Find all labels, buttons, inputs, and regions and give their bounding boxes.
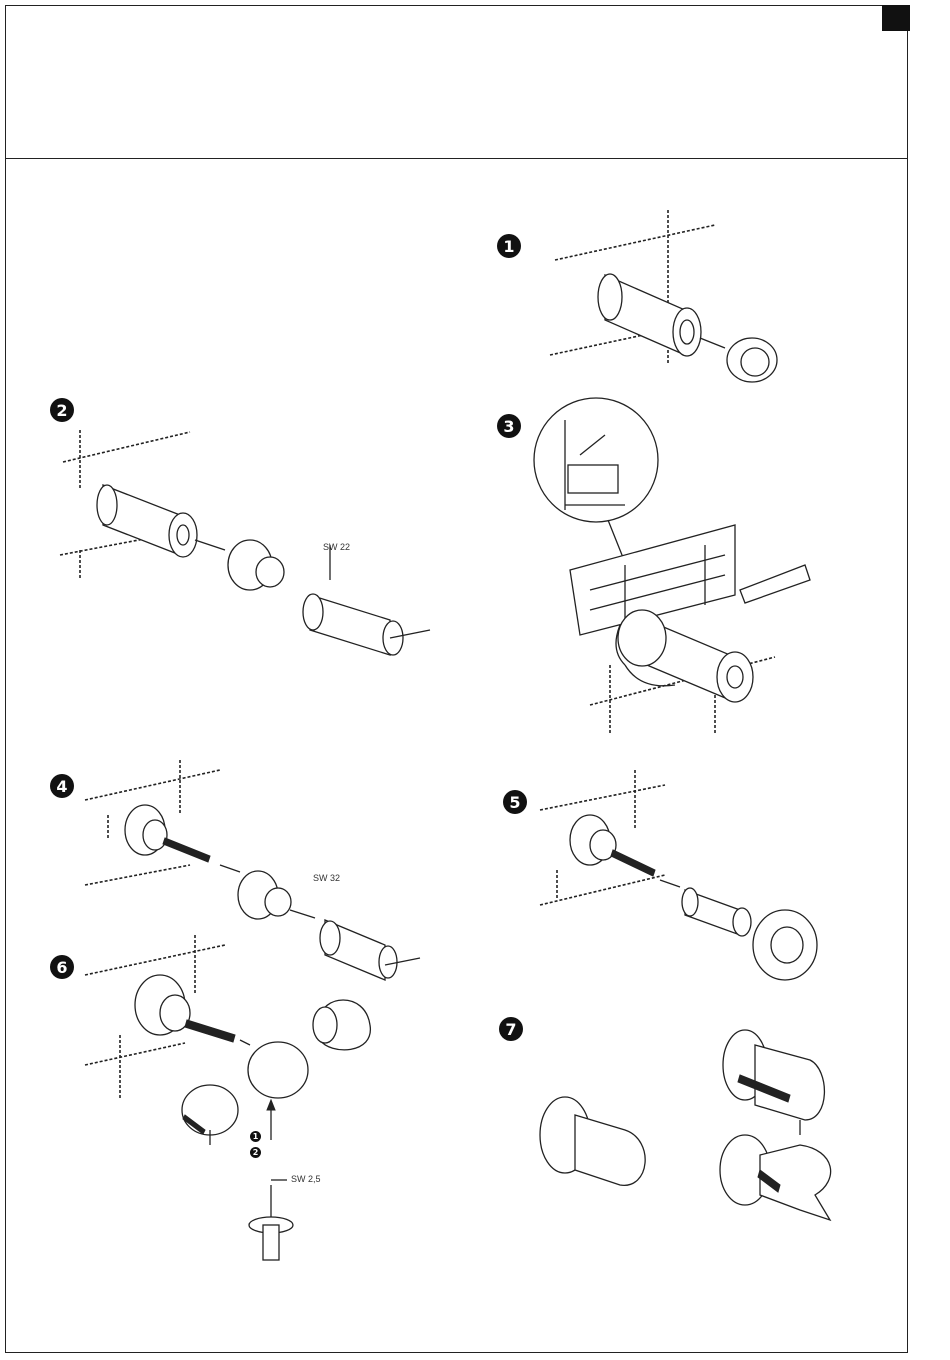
sub-step-2-marker: 2	[250, 1147, 261, 1158]
step-1-number: 1	[497, 234, 521, 258]
handle-cross	[313, 1000, 370, 1050]
step-2-number: 2	[50, 398, 74, 422]
valve-body	[598, 274, 701, 356]
spindle-nut	[238, 871, 291, 919]
magnified-detail	[534, 398, 658, 522]
step-5-illustration	[535, 765, 835, 990]
hex-key	[249, 1217, 293, 1260]
valve-body	[97, 485, 197, 557]
spindle-thread	[163, 838, 210, 862]
step-7-number: 7	[499, 1017, 523, 1041]
handle-lever	[182, 1085, 238, 1145]
cover-rosette	[753, 910, 817, 980]
step-4-number: 4	[50, 774, 74, 798]
handle-knob-round	[248, 1042, 308, 1098]
wrench-size-label-2: SW 22	[323, 542, 350, 552]
step-7-illustration	[535, 1020, 845, 1260]
step-3-number: 3	[497, 414, 521, 438]
spindle-nut	[228, 540, 284, 590]
finished-valve-lever-handle	[723, 1030, 824, 1135]
step-5-number: 5	[503, 790, 527, 814]
finished-valve-cross-handle	[720, 1135, 831, 1220]
hex-key-size-label: SW 2,5	[291, 1174, 321, 1184]
page-header	[5, 5, 908, 159]
valve-housing	[125, 805, 167, 855]
sleeve	[682, 888, 751, 936]
valve-housing	[135, 975, 190, 1035]
step-3-illustration	[530, 395, 830, 740]
sub-step-1-marker: 1	[250, 1131, 261, 1142]
step-1-illustration	[540, 205, 800, 395]
cover-rosette	[727, 338, 777, 382]
valve-housing	[570, 815, 616, 865]
page-corner-tab	[882, 5, 910, 31]
step-6-number: 6	[50, 955, 74, 979]
socket-wrench	[303, 594, 430, 655]
finished-valve-round-knob	[540, 1097, 645, 1185]
wrench-size-label-4: SW 32	[313, 873, 340, 883]
step-6-illustration	[75, 935, 385, 1265]
valve-body	[618, 610, 753, 702]
pencil	[740, 565, 810, 603]
step-2-illustration	[55, 420, 445, 680]
